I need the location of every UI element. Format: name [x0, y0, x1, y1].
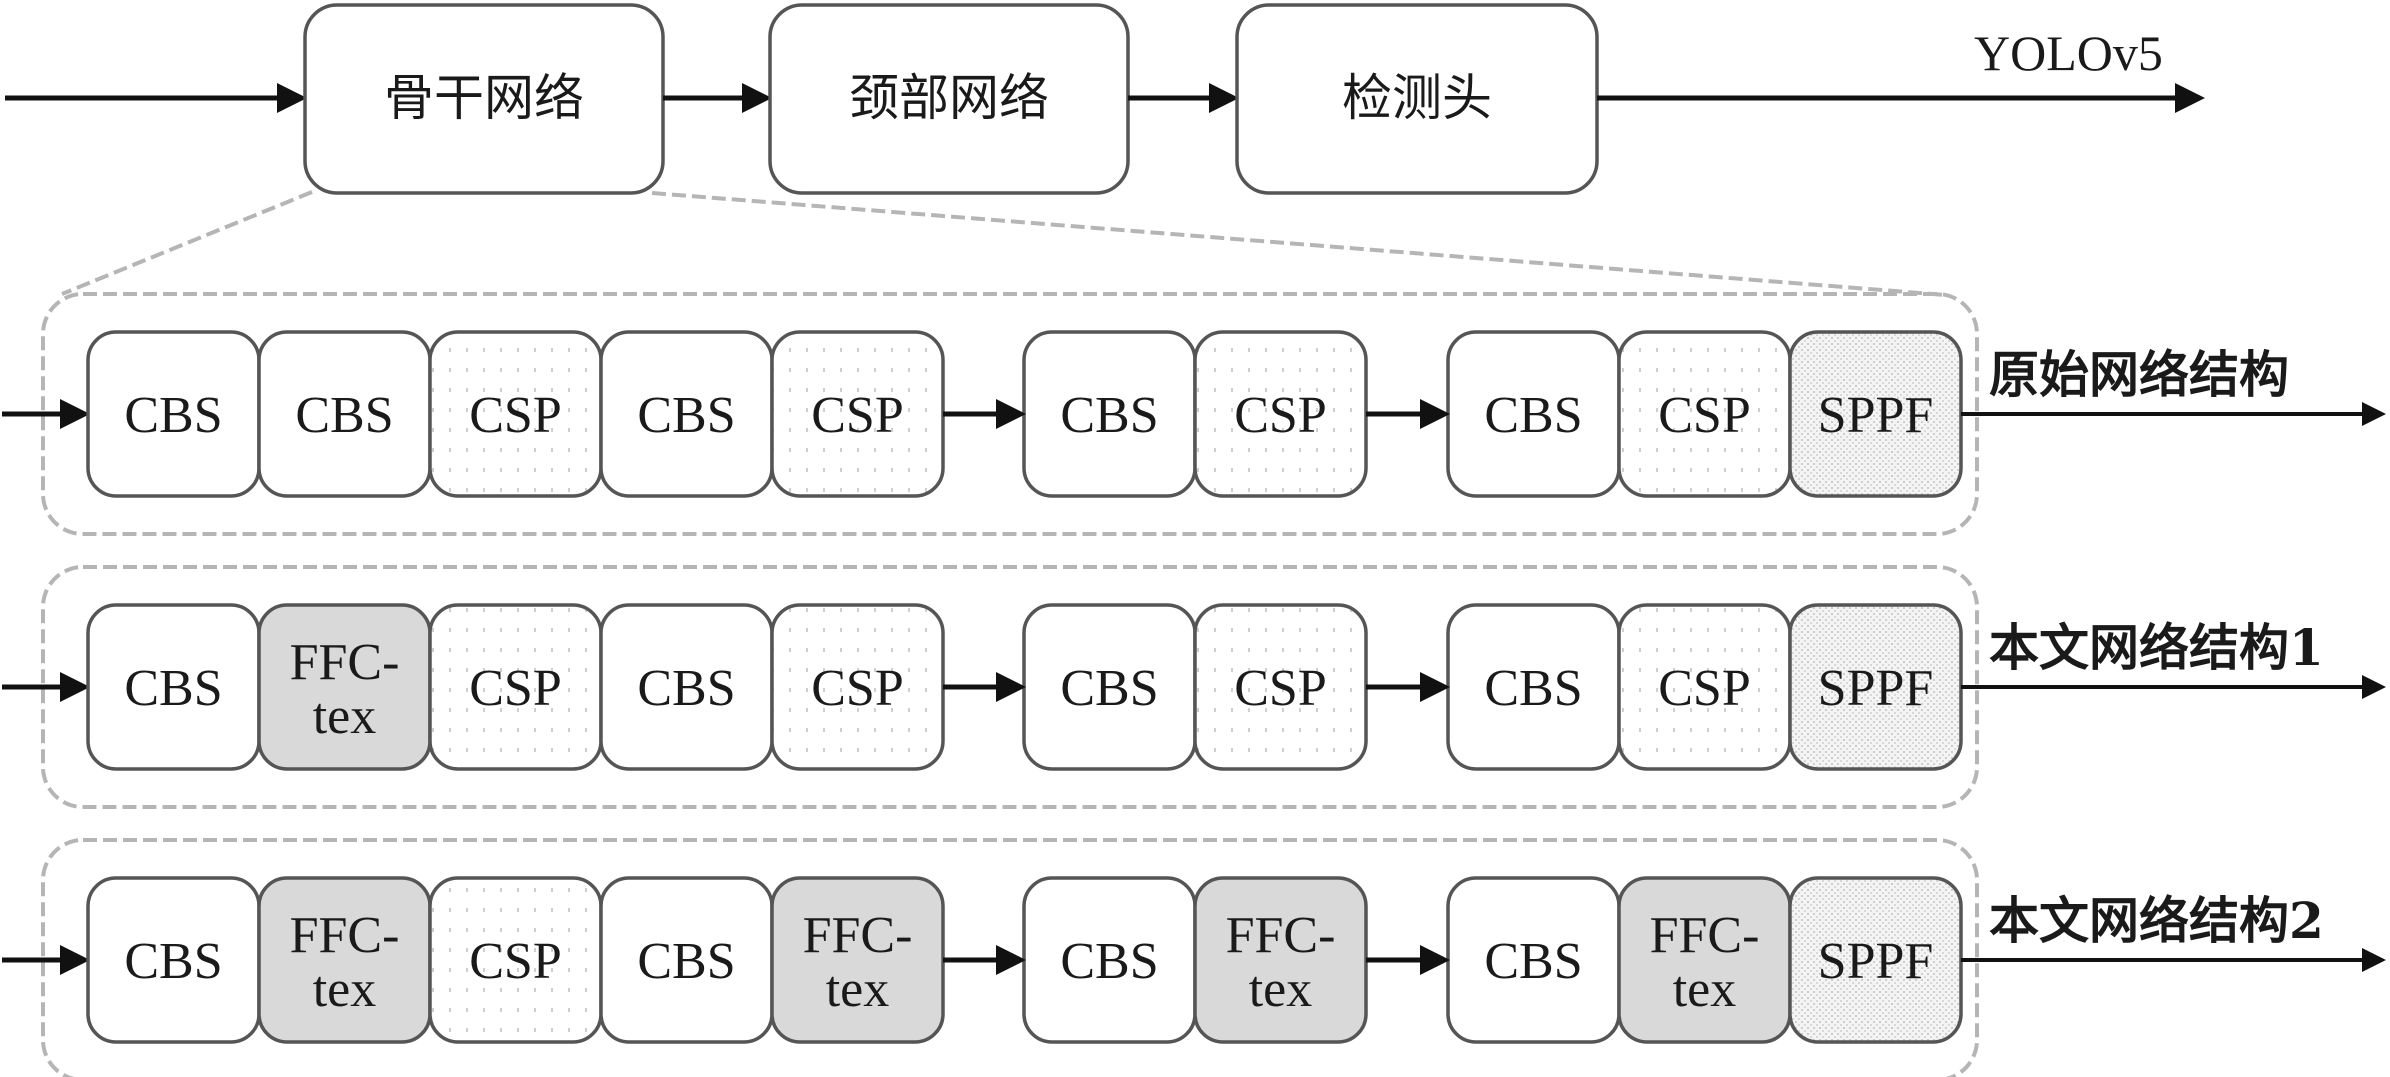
- block-label: CBS: [1060, 387, 1158, 444]
- block-cbs: CBS: [1022, 330, 1197, 498]
- block-csp: CSP: [1617, 330, 1792, 498]
- row-container: [41, 292, 1979, 536]
- block-label: tex: [313, 961, 377, 1018]
- block-label: FFC-: [1650, 907, 1760, 964]
- block-label: CBS: [1484, 660, 1582, 717]
- block-label: CBS: [1060, 660, 1158, 717]
- row-label: 本文网络结构2: [1989, 891, 2324, 950]
- block-label: tex: [1673, 961, 1737, 1018]
- block-csp: CSP: [770, 603, 945, 771]
- backbone-row: CBS CBS CSP CBS CSP CBS CSP CBS CSP SPPF 原始网络结构: [2, 292, 2386, 536]
- block-label: SPPF: [1818, 660, 1934, 717]
- backbone-row: CBS FFC-tex CSP CBS CSP CBS CSP CBS CSP SPPF 本文网络结…: [2, 565, 2386, 809]
- block-sppf: SPPF: [1788, 603, 1963, 771]
- block-label: SPPF: [1818, 387, 1934, 444]
- block-csp: CSP: [770, 330, 945, 498]
- block-label: FFC-: [290, 634, 400, 691]
- block-ffc: FFC-tex: [1193, 876, 1368, 1044]
- block-label: CBS: [637, 660, 735, 717]
- block-label: FFC-: [1226, 907, 1336, 964]
- backbone-row: CBS FFC-tex CSP CBS FFC-tex CBS FFC-tex CBS FFC-…: [2, 838, 2386, 1077]
- block-label: CSP: [1234, 660, 1327, 717]
- block-label: CSP: [811, 660, 904, 717]
- block-cbs: CBS: [1022, 876, 1197, 1044]
- block-csp: CSP: [1193, 603, 1368, 771]
- row-container: [41, 838, 1979, 1077]
- block-sppf: SPPF: [1788, 330, 1963, 498]
- block-label: CSP: [811, 387, 904, 444]
- stage-head: 检测头: [1235, 3, 1599, 195]
- block-ffc: FFC-tex: [257, 603, 432, 771]
- block-label: CBS: [1484, 387, 1582, 444]
- block-cbs: CBS: [257, 330, 432, 498]
- stage-label: 骨干网络: [384, 69, 584, 127]
- block-cbs: CBS: [599, 876, 774, 1044]
- block-label: CBS: [1484, 933, 1582, 990]
- block-cbs: CBS: [599, 330, 774, 498]
- stage-label: 检测头: [1342, 69, 1492, 127]
- block-csp: CSP: [1193, 330, 1368, 498]
- block-label: CSP: [469, 660, 562, 717]
- block-csp: CSP: [428, 330, 603, 498]
- block-sppf: SPPF: [1788, 876, 1963, 1044]
- stage-label: 颈部网络: [849, 69, 1049, 127]
- block-cbs: CBS: [86, 330, 261, 498]
- block-cbs: CBS: [1446, 876, 1621, 1044]
- block-label: CSP: [1658, 660, 1751, 717]
- pipeline: 骨干网络 颈部网络 检测头 YOLOv5: [5, 3, 2205, 195]
- block-label: CBS: [637, 387, 735, 444]
- block-ffc: FFC-tex: [1617, 876, 1792, 1044]
- block-label: SPPF: [1818, 933, 1934, 990]
- block-label: CBS: [124, 933, 222, 990]
- zoom-guide-right: [651, 191, 1946, 297]
- block-cbs: CBS: [1446, 603, 1621, 771]
- block-label: CSP: [469, 933, 562, 990]
- stage-backbone: 骨干网络: [303, 3, 665, 195]
- block-label: CBS: [637, 933, 735, 990]
- zoom-guide-left: [61, 190, 313, 296]
- stage-neck: 颈部网络: [768, 3, 1130, 195]
- block-csp: CSP: [428, 603, 603, 771]
- block-label: FFC-: [290, 907, 400, 964]
- row-container: [41, 565, 1979, 809]
- block-csp: CSP: [428, 876, 603, 1044]
- block-label: tex: [313, 688, 377, 745]
- block-label: FFC-: [803, 907, 913, 964]
- block-label: CBS: [124, 387, 222, 444]
- yolov5-label: YOLOv5: [1974, 25, 2163, 81]
- block-cbs: CBS: [86, 876, 261, 1044]
- block-cbs: CBS: [1446, 330, 1621, 498]
- block-ffc: FFC-tex: [257, 876, 432, 1044]
- row-label: 本文网络结构1: [1989, 618, 2324, 677]
- block-label: CBS: [124, 660, 222, 717]
- block-label: tex: [826, 961, 890, 1018]
- block-ffc: FFC-tex: [770, 876, 945, 1044]
- block-label: CSP: [469, 387, 562, 444]
- row-label: 原始网络结构: [1989, 345, 2289, 404]
- block-cbs: CBS: [86, 603, 261, 771]
- block-cbs: CBS: [599, 603, 774, 771]
- block-label: CSP: [1658, 387, 1751, 444]
- block-label: CSP: [1234, 387, 1327, 444]
- block-cbs: CBS: [1022, 603, 1197, 771]
- block-csp: CSP: [1617, 603, 1792, 771]
- block-label: CBS: [1060, 933, 1158, 990]
- block-label: tex: [1249, 961, 1313, 1018]
- block-label: CBS: [295, 387, 393, 444]
